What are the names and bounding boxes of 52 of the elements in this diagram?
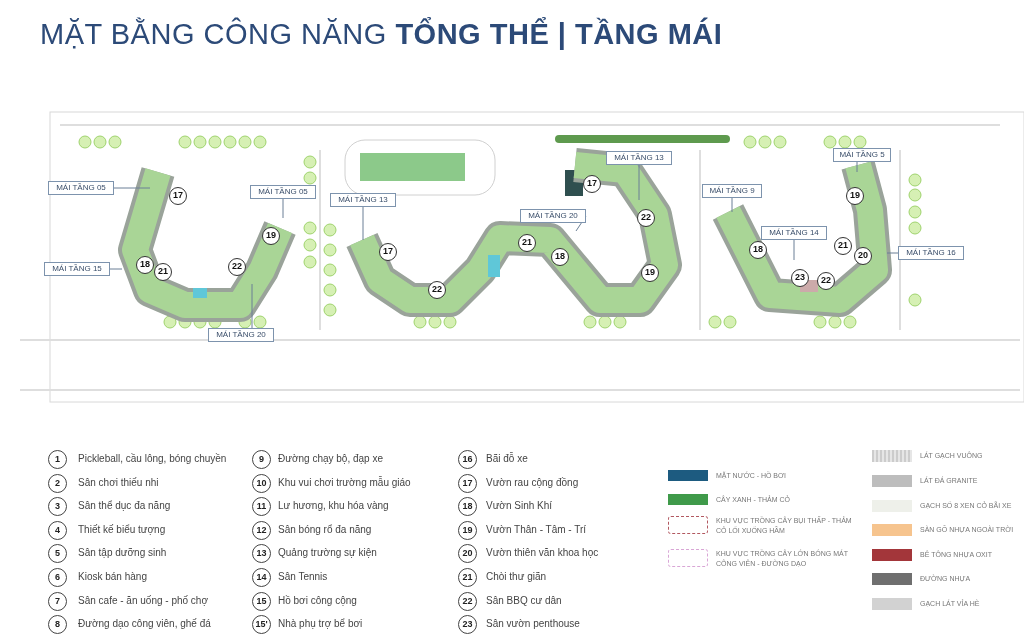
callout-label: MÁI TẦNG 13	[606, 151, 672, 165]
leader-line	[638, 164, 640, 201]
callout-label: MÁI TẦNG 20	[520, 209, 586, 223]
leader-line	[251, 283, 253, 329]
key-text: Quảng trường sự kiện	[278, 547, 377, 559]
key-text: Sân vườn penthouse	[486, 618, 580, 630]
key-text: Vườn rau cộng đồng	[486, 476, 579, 488]
callout-label: MÁI TẦNG 9	[702, 184, 762, 198]
leader-line	[362, 206, 364, 241]
key-text: Sân Tennis	[278, 571, 328, 582]
key-text: Đường dạo công viên, ghế đá	[78, 618, 211, 630]
callout-label: MÁI TẦNG 13	[330, 193, 396, 207]
key-text: Đường chạy bộ, đạp xe	[278, 453, 383, 464]
callout-label: MÁI TẦNG 05	[250, 185, 316, 199]
callout-label: MÁI TẦNG 05	[48, 181, 114, 195]
callout-number: 22	[228, 258, 246, 276]
callout-number: 23	[791, 269, 809, 287]
key-text: Sân chơi thiếu nhi	[78, 476, 159, 488]
callout-number: 22	[817, 272, 835, 290]
key-text: Lư hương, khu hóa vàng	[278, 500, 389, 512]
key-text: Sân bóng rổ đa năng	[278, 523, 372, 535]
key-text: Vườn Thân - Tâm - Trí	[486, 523, 587, 535]
page-title: MẶT BẰNG CÔNG NĂNG TỔNG THỂ | TẦNG MÁI	[40, 18, 723, 51]
key-text: Vườn Sinh Khí	[486, 500, 553, 512]
leader-line	[731, 197, 733, 213]
callout-label: MÁI TẦNG 16	[898, 246, 964, 260]
callout-number: 17	[379, 243, 397, 261]
key-text: Kiosk bán hàng	[78, 571, 147, 582]
callout-label: MÁI TẦNG 20	[208, 328, 274, 342]
key-text: Sân thể dục đa năng	[78, 500, 171, 512]
key-text: Thiết kế biểu tượng	[78, 523, 166, 535]
callout-label: MÁI TẦNG 5	[833, 148, 891, 162]
key-text: Sân cafe - ăn uống - phố chợ	[78, 594, 208, 606]
leader-line	[856, 161, 858, 173]
key-text: Pickleball, cầu lông, bóng chuyền	[78, 453, 227, 464]
key-text: Bãi đỗ xe	[486, 453, 528, 464]
key-text: Chòi thư giãn	[486, 571, 547, 582]
leader-line	[282, 198, 284, 219]
callout-label: MÁI TẦNG 14	[761, 226, 827, 240]
leader-line	[109, 268, 123, 270]
leader-line	[886, 252, 899, 254]
callout-label: MÁI TẦNG 15	[44, 262, 110, 276]
leader-line	[793, 239, 795, 261]
key-text: Nhà phụ trợ bể bơi	[278, 618, 363, 630]
callout-number: 21	[834, 237, 852, 255]
callout-number: 17	[169, 187, 187, 205]
key-text: Sân BBQ cư dân	[486, 594, 562, 606]
leader-line	[113, 187, 151, 189]
key-text: Hồ bơi công cộng	[278, 594, 357, 606]
key-text: Sân tập dưỡng sinh	[78, 547, 167, 559]
key-text: Khu vui chơi trường mẫu giáo	[278, 476, 411, 488]
key-text: Vườn thiên văn khoa học	[486, 547, 599, 559]
